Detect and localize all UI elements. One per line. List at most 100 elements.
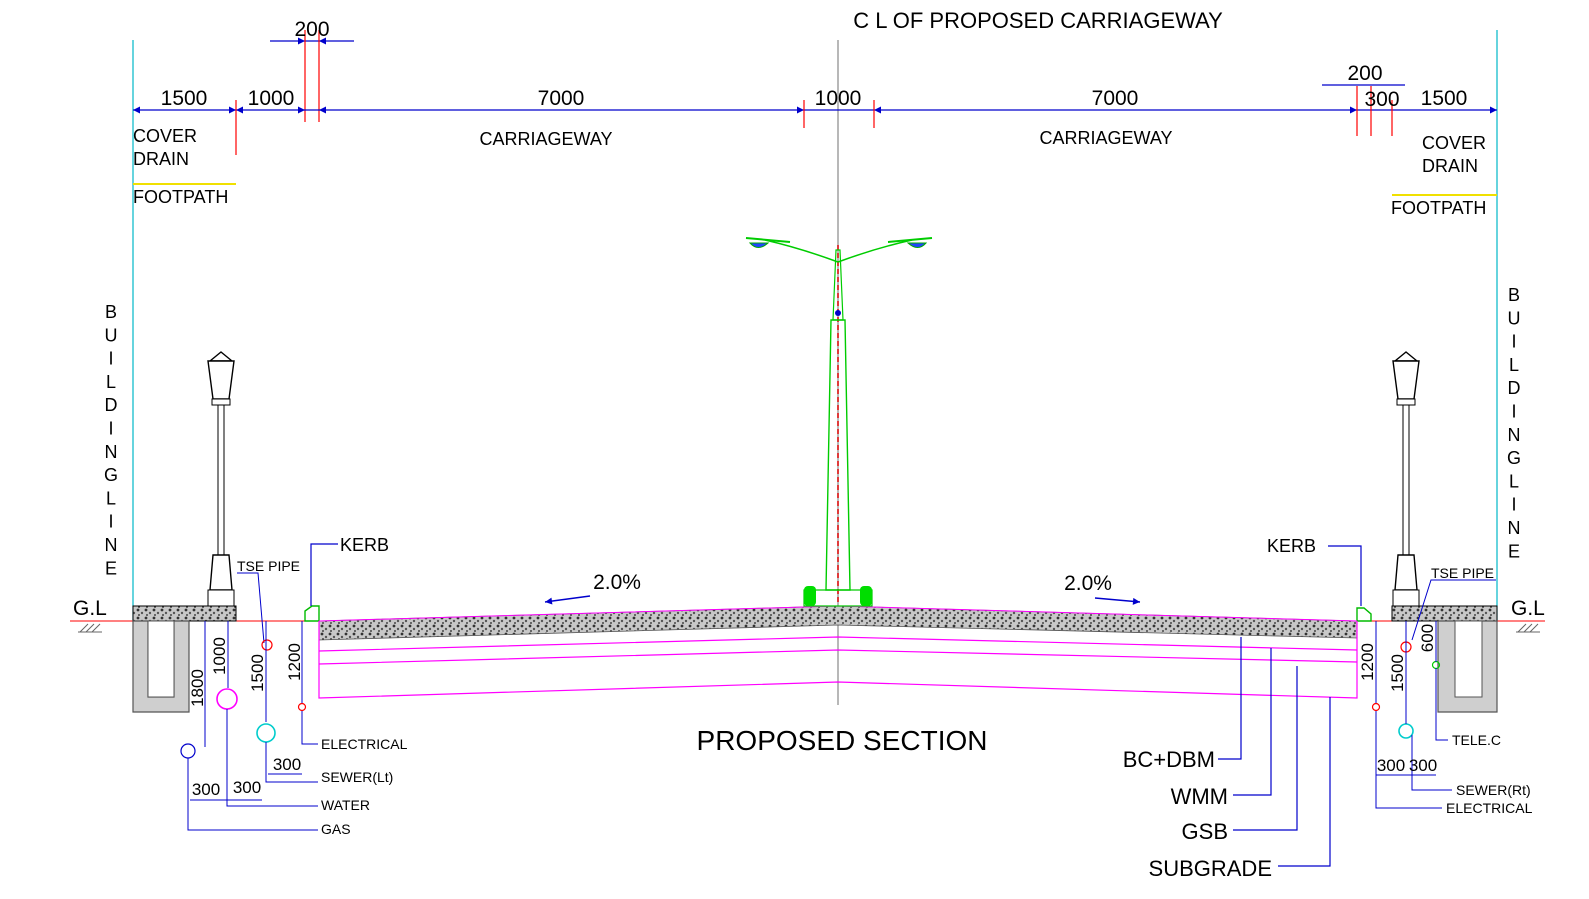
tse-pipe-right: TSE PIPE bbox=[1431, 565, 1494, 581]
building-line-letter: N bbox=[105, 442, 118, 462]
util-dim-1200-right: 1200 bbox=[1358, 643, 1377, 681]
leader-bc-dbm bbox=[1218, 637, 1242, 760]
util-dim-600-right: 600 bbox=[1418, 624, 1437, 652]
util-dim-1500-right: 1500 bbox=[1388, 654, 1407, 692]
building-line-letter: I bbox=[1511, 402, 1516, 422]
tse-pipe-left: TSE PIPE bbox=[237, 558, 300, 574]
util-dim-300-a-right: 300 bbox=[1377, 756, 1405, 775]
kerb-left bbox=[304, 605, 320, 622]
dim-300-right: 300 bbox=[1364, 88, 1399, 111]
dim-1000-median: 1000 bbox=[815, 87, 862, 110]
util-dim-300-b-right: 300 bbox=[1409, 756, 1437, 775]
building-line-letter: L bbox=[106, 488, 116, 508]
utilities-right bbox=[1371, 621, 1452, 809]
slope-arrow-left bbox=[544, 595, 591, 605]
building-line-letter: G bbox=[1507, 448, 1521, 468]
util-label-sewer-rt: SEWER(Rt) bbox=[1456, 782, 1531, 798]
section-title: PROPOSED SECTION bbox=[697, 725, 988, 756]
leader-subgrade bbox=[1278, 697, 1331, 867]
slope-right: 2.0% bbox=[1064, 572, 1112, 595]
dim-200-right: 200 bbox=[1347, 62, 1382, 85]
building-line-letter: E bbox=[105, 558, 117, 578]
dim-1500-left: 1500 bbox=[161, 87, 208, 110]
building-line-letter: E bbox=[1508, 541, 1520, 561]
building-line-letter: U bbox=[105, 325, 118, 345]
gl-label-left: G.L bbox=[73, 597, 107, 620]
wmm-layer-line bbox=[318, 636, 1358, 652]
ground-hatch-left bbox=[78, 623, 102, 633]
kerb-leader-left bbox=[310, 543, 338, 606]
building-line-letter: B bbox=[105, 302, 117, 322]
gsb-layer-line bbox=[318, 649, 1358, 665]
layer-subgrade: SUBGRADE bbox=[1149, 856, 1272, 881]
carriageway-left: CARRIAGEWAY bbox=[479, 129, 612, 149]
leader-gsb bbox=[1233, 666, 1298, 831]
tse-leader-right bbox=[1411, 579, 1496, 641]
util-label-electrical-right: ELECTRICAL bbox=[1446, 800, 1533, 816]
street-lamp-left bbox=[207, 351, 235, 607]
drain-opening-left bbox=[147, 620, 175, 698]
util-label-gas: GAS bbox=[321, 821, 351, 837]
dim-7000-right: 7000 bbox=[1092, 87, 1139, 110]
dim-200-left: 200 bbox=[294, 18, 329, 41]
building-line-letter: L bbox=[1509, 471, 1519, 491]
util-dim-1200-left: 1200 bbox=[285, 643, 304, 681]
building-line-letter: U bbox=[1508, 308, 1521, 328]
building-line-letter: B bbox=[1508, 285, 1520, 305]
dim-7000-left: 7000 bbox=[538, 87, 585, 110]
kerb-label-left: KERB bbox=[340, 535, 389, 555]
util-label-sewer-lt: SEWER(Lt) bbox=[321, 769, 393, 785]
cover-drain-right-line1: COVER bbox=[1422, 133, 1486, 153]
footpath-left: FOOTPATH bbox=[133, 187, 228, 207]
layer-gsb: GSB bbox=[1182, 819, 1228, 844]
building-line-letter: L bbox=[106, 372, 116, 392]
kerb-right bbox=[1356, 607, 1372, 622]
median-light-pole bbox=[745, 237, 933, 607]
building-line-letter: I bbox=[1511, 332, 1516, 352]
slope-arrow-right bbox=[1094, 597, 1141, 605]
building-line-letter: N bbox=[1508, 425, 1521, 445]
footpath-slab-left bbox=[132, 605, 237, 622]
building-line-letter: N bbox=[1508, 518, 1521, 538]
util-label-water: WATER bbox=[321, 797, 370, 813]
util-label-electrical-left: ELECTRICAL bbox=[321, 736, 408, 752]
gl-label-right: G.L bbox=[1511, 597, 1545, 620]
util-dim-300-c-left: 300 bbox=[273, 755, 301, 774]
dim-1000-left: 1000 bbox=[248, 87, 295, 110]
footpath-slab-right bbox=[1391, 605, 1498, 622]
kerb-leader-right bbox=[1328, 545, 1362, 606]
building-line-letter: I bbox=[108, 349, 113, 369]
kerb-label-right: KERB bbox=[1267, 536, 1316, 556]
layer-wmm: WMM bbox=[1171, 784, 1228, 809]
dim-1500-right: 1500 bbox=[1421, 87, 1468, 110]
util-dim-1500-left: 1500 bbox=[248, 654, 267, 692]
util-dim-300-a-left: 300 bbox=[192, 780, 220, 799]
tse-leader-left bbox=[237, 572, 265, 644]
slope-left: 2.0% bbox=[593, 571, 641, 594]
building-line-letter: D bbox=[105, 395, 118, 415]
building-line-letter: D bbox=[1508, 378, 1521, 398]
util-dim-1800-left: 1800 bbox=[188, 669, 207, 707]
util-label-tele-c: TELE.C bbox=[1452, 732, 1501, 748]
building-line-letter: I bbox=[1511, 495, 1516, 515]
building-line-letter: G bbox=[104, 465, 118, 485]
layer-bc-dbm: BC+DBM bbox=[1123, 747, 1215, 772]
building-line-letter: I bbox=[108, 512, 113, 532]
util-dim-1000-left: 1000 bbox=[210, 637, 229, 675]
footpath-right: FOOTPATH bbox=[1391, 198, 1486, 218]
leader-wmm bbox=[1233, 648, 1272, 796]
carriageway-right: CARRIAGEWAY bbox=[1039, 128, 1172, 148]
drain-opening-right bbox=[1454, 620, 1483, 698]
street-lamp-right bbox=[1392, 351, 1420, 607]
cover-drain-left-line1: COVER bbox=[133, 126, 197, 146]
building-line-letter: N bbox=[105, 535, 118, 555]
ground-hatch-right bbox=[1516, 623, 1540, 633]
subgrade-outline bbox=[318, 621, 1358, 699]
cover-drain-right-line2: DRAIN bbox=[1422, 156, 1478, 176]
drawing-title: C L OF PROPOSED CARRIAGEWAY bbox=[853, 8, 1223, 33]
utilities-left bbox=[180, 621, 318, 831]
util-dim-300-b-left: 300 bbox=[233, 778, 261, 797]
